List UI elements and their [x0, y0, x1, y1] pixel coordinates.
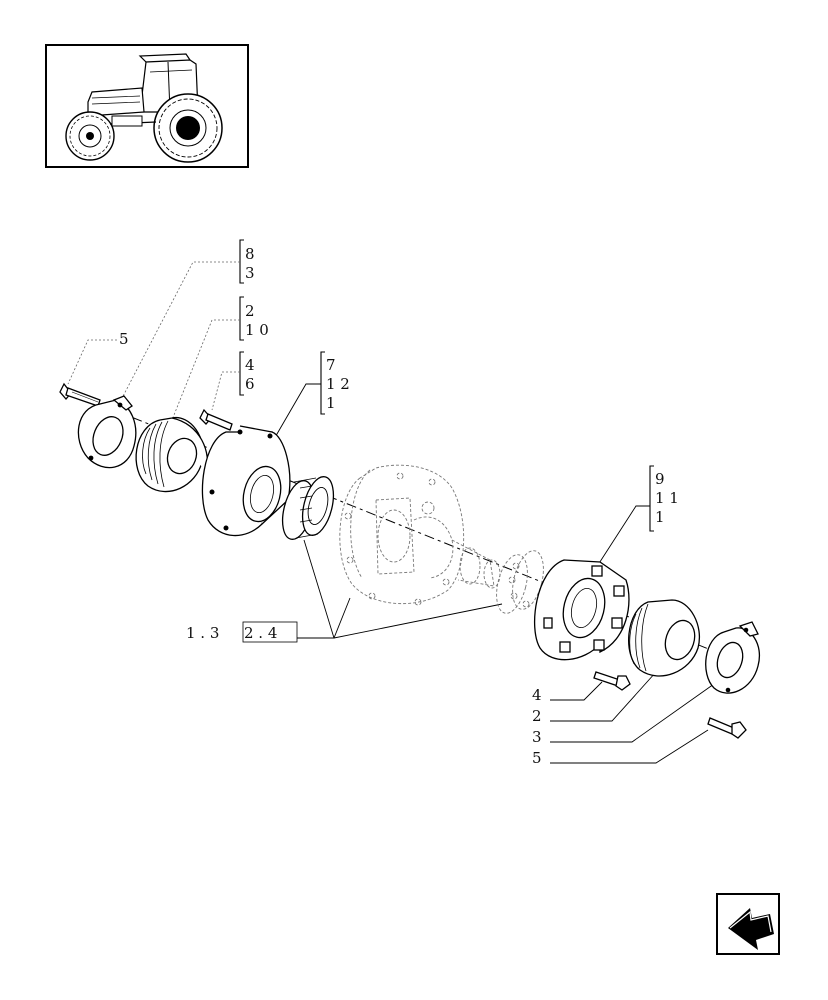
callout-3-right: 3	[532, 728, 542, 746]
callout-7-12-1: 7 1 2 1	[320, 351, 350, 415]
callout-text: 8	[245, 245, 255, 263]
leader-lines	[67, 261, 715, 764]
callout-text: 4	[245, 356, 255, 374]
callout-text: 7	[326, 356, 336, 374]
reference-prefix: 1 . 3	[186, 624, 219, 642]
tractor-thumbnail-icon[interactable]	[45, 44, 249, 168]
bolt-right-lower	[707, 717, 747, 739]
adjuster-ring-right	[628, 599, 700, 677]
reference-1-32-4[interactable]: 1 . 3 2 . 4	[186, 621, 298, 643]
bolt-right-upper	[593, 671, 631, 691]
differential-housing	[339, 464, 501, 606]
callout-text: 3	[532, 728, 542, 746]
callout-5-left: 5	[119, 330, 129, 348]
bearing-left	[281, 476, 335, 540]
callout-text: 2	[532, 707, 542, 725]
reference-box-text: 2 . 4	[244, 624, 277, 642]
callout-text: 4	[532, 686, 542, 704]
callout-text: 1	[655, 508, 665, 526]
callout-5-right: 5	[532, 749, 542, 767]
callout-text: 1 1	[655, 489, 679, 507]
callout-2-right: 2	[532, 707, 542, 725]
bolt-small	[199, 408, 233, 431]
callout-text: 1	[326, 394, 336, 412]
callout-4-6: 4 6	[239, 351, 255, 396]
adjuster-ring-left	[135, 417, 209, 493]
callout-text: 5	[119, 330, 129, 348]
callout-4-right: 4	[532, 686, 542, 704]
callout-text: 2	[245, 302, 255, 320]
callout-text: 1 0	[245, 321, 269, 339]
callout-9-11-1: 9 1 1 1	[649, 465, 679, 532]
support-flange-right	[533, 559, 630, 661]
back-arrow-icon[interactable]	[716, 893, 780, 955]
callout-text: 1 2	[326, 375, 350, 393]
callout-8-3: 8 3	[239, 239, 255, 284]
support-flange-left	[201, 425, 291, 537]
lock-plate-left	[77, 395, 137, 469]
bolt-left	[59, 382, 101, 407]
callout-text: 3	[245, 264, 255, 282]
bearing-right	[496, 550, 544, 614]
callout-text: 9	[655, 470, 665, 488]
callout-text: 5	[532, 749, 542, 767]
callout-text: 6	[245, 375, 255, 393]
callout-2-10: 2 1 0	[239, 296, 269, 341]
lock-plate-right	[705, 621, 761, 694]
